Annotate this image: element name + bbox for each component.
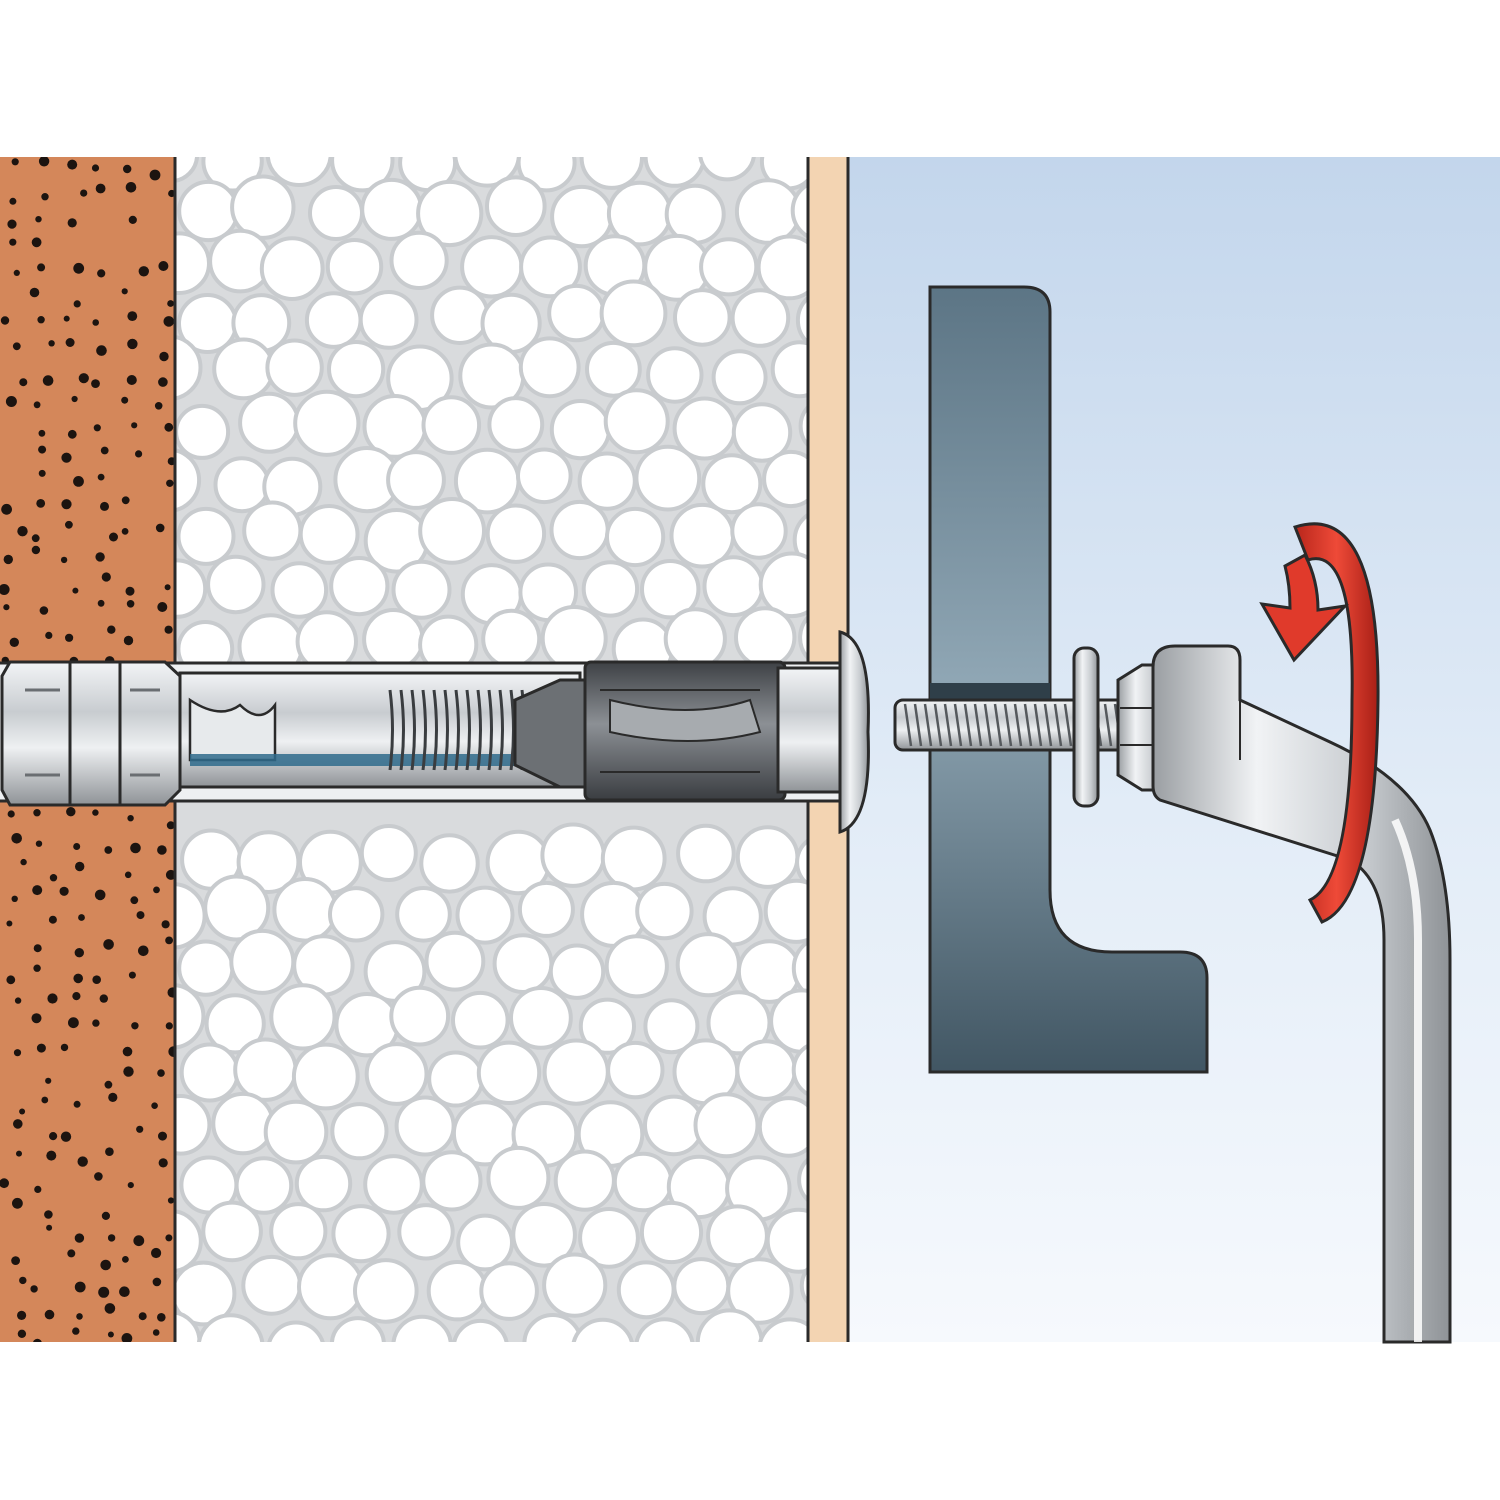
anchor-tube <box>178 671 582 789</box>
bracket <box>928 285 1209 1074</box>
anchor-collar <box>513 660 787 802</box>
expansion-anchor <box>0 630 870 835</box>
sleeve-end <box>776 666 842 794</box>
internal-thread <box>388 689 526 771</box>
threaded-bolt <box>893 698 1147 752</box>
insulation-beads <box>175 157 808 1342</box>
expansion-sleeve <box>0 660 182 807</box>
rotation-arrow-icon <box>1259 522 1380 924</box>
anchor-flange <box>838 630 870 835</box>
washer <box>1072 646 1100 808</box>
